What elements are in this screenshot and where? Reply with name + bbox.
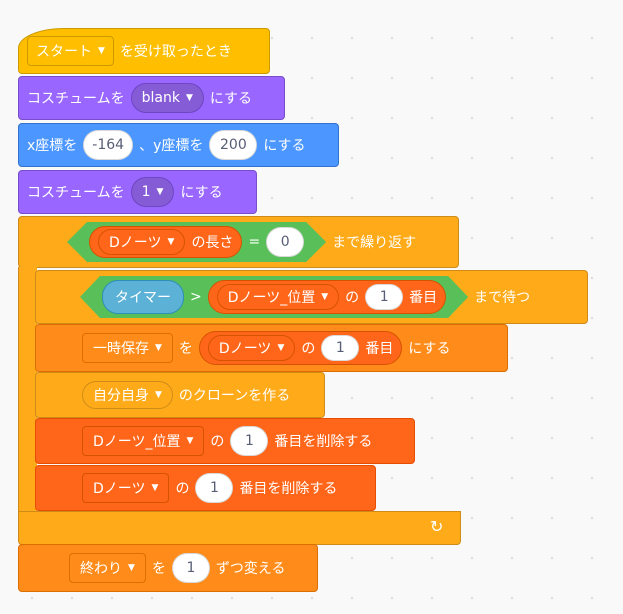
block-text: まで繰り返す	[332, 235, 417, 251]
reporter-text: の	[345, 290, 360, 306]
block-text: にする	[209, 91, 252, 107]
list-item-reporter[interactable]: Dノーツ ▼ の 1 番目	[198, 331, 403, 365]
list-dropdown[interactable]: Dノーツ_位置 ▼	[217, 284, 339, 310]
block-text: ずつ変える	[215, 561, 286, 577]
delete-list-item-block[interactable]: Dノーツ ▼ の 1 番目を削除する	[35, 465, 376, 511]
block-text: を	[178, 341, 193, 357]
dropdown-arrow-icon: ▼	[155, 343, 162, 353]
operator-symbol: =	[248, 234, 261, 250]
clone-target-dropdown[interactable]: 自分自身 ▼	[82, 381, 173, 409]
change-variable-block[interactable]: 終わり ▼ を 1 ずつ変える	[18, 544, 318, 592]
dropdown-arrow-icon: ▼	[156, 187, 164, 197]
hat-label: を受け取ったとき	[119, 44, 232, 60]
list-dropdown[interactable]: Dノーツ ▼	[98, 229, 185, 255]
index-input[interactable]: 1	[321, 335, 360, 361]
dropdown-arrow-icon: ▼	[155, 390, 162, 400]
index-input[interactable]: 1	[365, 284, 403, 310]
block-text: にする	[408, 341, 451, 357]
variable-option: 終わり	[80, 561, 122, 577]
costume-option: blank	[141, 90, 180, 106]
create-clone-block[interactable]: 自分自身 ▼ のクローンを作る	[35, 372, 325, 418]
variable-dropdown[interactable]: 終わり ▼	[69, 553, 146, 583]
block-text: まで待つ	[474, 290, 531, 306]
block-text: の	[210, 434, 225, 450]
set-variable-block[interactable]: 一時保存 ▼ を Dノーツ ▼ の 1 番目 にする	[35, 324, 508, 372]
equals-condition[interactable]: Dノーツ ▼ の長さ = 0	[67, 222, 326, 262]
costume-option: 1	[141, 184, 151, 200]
block-text: にする	[263, 138, 306, 154]
reporter-text: の	[301, 341, 316, 357]
dropdown-arrow-icon: ▼	[186, 436, 194, 446]
x-input[interactable]: -164	[83, 130, 134, 160]
reporter-text: 番目	[409, 290, 438, 306]
reporter-text: 番目	[365, 341, 394, 357]
block-text: 、y座標を	[139, 138, 204, 154]
reporter-text: の長さ	[191, 235, 234, 251]
list-item-reporter[interactable]: Dノーツ_位置 ▼ の 1 番目	[208, 280, 446, 314]
list-dropdown[interactable]: Dノーツ ▼	[207, 335, 296, 361]
block-text: 番目を削除する	[239, 481, 338, 497]
costume-dropdown[interactable]: 1 ▼	[130, 177, 175, 207]
dropdown-arrow-icon: ▼	[185, 93, 193, 103]
block-text: コスチュームを	[27, 91, 125, 107]
go-to-xy-block[interactable]: x座標を -164 、y座標を 200 にする	[18, 123, 339, 167]
dropdown-arrow-icon: ▼	[321, 292, 329, 302]
dropdown-arrow-icon: ▼	[98, 46, 105, 56]
list-option: Dノーツ	[93, 481, 146, 497]
repeat-until-block[interactable]: Dノーツ ▼ の長さ = 0 まで繰り返す	[18, 216, 459, 268]
block-text: 番目を削除する	[274, 434, 373, 450]
list-dropdown[interactable]: Dノーツ ▼	[82, 473, 170, 503]
switch-costume-block[interactable]: コスチュームを blank ▼ にする	[18, 76, 285, 120]
list-length-reporter[interactable]: Dノーツ ▼ の長さ	[89, 226, 242, 258]
dropdown-arrow-icon: ▼	[277, 343, 285, 353]
list-option: Dノーツ_位置	[227, 290, 316, 306]
y-input[interactable]: 200	[209, 130, 258, 160]
repeat-foot	[18, 511, 461, 545]
block-text: の	[175, 481, 190, 497]
switch-costume-block[interactable]: コスチュームを 1 ▼ にする	[18, 170, 257, 214]
dropdown-arrow-icon: ▼	[128, 563, 135, 573]
variable-option: 一時保存	[93, 341, 149, 357]
list-dropdown[interactable]: Dノーツ_位置 ▼	[82, 426, 205, 456]
block-text: のクローンを作る	[178, 388, 291, 404]
change-amount-input[interactable]: 1	[171, 553, 210, 583]
wait-until-block[interactable]: タイマー > Dノーツ_位置 ▼ の 1 番目 まで待つ	[35, 270, 588, 324]
list-option: Dノーツ_位置	[93, 434, 181, 450]
timer-reporter[interactable]: タイマー	[102, 280, 184, 314]
message-option: スタート	[36, 44, 92, 60]
dropdown-arrow-icon: ▼	[167, 237, 175, 247]
clone-option: 自分自身	[93, 388, 149, 404]
operator-symbol: >	[190, 289, 202, 305]
repeat-mouth	[18, 267, 37, 512]
index-input[interactable]: 1	[230, 426, 269, 456]
when-i-receive-block[interactable]: スタート ▼ を受け取ったとき	[18, 28, 270, 74]
message-dropdown[interactable]: スタート ▼	[27, 36, 114, 66]
list-option: Dノーツ	[109, 235, 162, 251]
dropdown-arrow-icon: ▼	[151, 483, 159, 493]
block-text: x座標を	[27, 138, 78, 154]
variable-dropdown[interactable]: 一時保存 ▼	[82, 333, 173, 363]
block-text: を	[151, 561, 166, 577]
block-text: にする	[180, 185, 223, 201]
loop-arrow-icon: ↻	[430, 517, 444, 536]
costume-dropdown[interactable]: blank ▼	[130, 83, 204, 113]
delete-list-item-block[interactable]: Dノーツ_位置 ▼ の 1 番目を削除する	[35, 418, 415, 464]
block-text: コスチュームを	[27, 185, 125, 201]
list-option: Dノーツ	[218, 341, 272, 357]
index-input[interactable]: 1	[195, 473, 234, 503]
greater-than-condition[interactable]: タイマー > Dノーツ_位置 ▼ の 1 番目	[80, 276, 468, 318]
compare-input[interactable]: 0	[266, 227, 304, 257]
